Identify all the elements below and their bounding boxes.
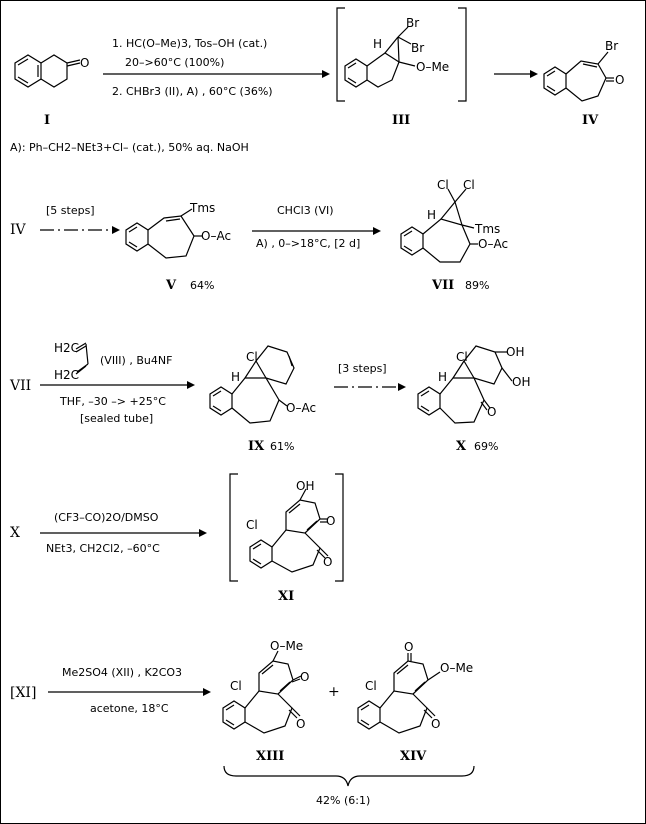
compound-IV: Br O [543,39,624,102]
hydrogen-atom: H [373,37,382,51]
compound-XIV: O O–Me Cl O [357,640,473,734]
oxygen-atom: O [296,717,305,731]
compound-IX: Cl H O–Ac [209,345,316,424]
plus-sign: + [328,684,340,700]
step3-condition-1: THF, –30 –> +25°C [59,395,166,408]
step5-condition: acetone, 18°C [90,702,169,715]
step3-condition-2: [sealed tube] [80,412,153,425]
label-X-start: X [10,525,20,541]
step1-reagent-2: 2. CHBr3 (II), A) , 60°C (36%) [112,85,273,98]
chlorine-atom: Cl [437,178,449,192]
chlorine-atom: Cl [463,178,475,192]
label-X: X [456,439,467,454]
butadiene-bottom: H2C [54,368,79,382]
step2-reagent: CHCl3 (VI) [277,204,334,217]
compound-I: O [14,54,89,88]
label-XI-start: [XI] [10,685,36,701]
step2-arrow1-text: [5 steps] [46,204,95,217]
label-V: V [165,278,177,293]
compound-XIII: O–Me O Cl O [222,639,309,734]
oxygen-atom: O [404,640,413,654]
label-X-yield: 69% [474,440,498,453]
label-VII-yield: 89% [465,279,489,292]
label-IV: IV [582,113,599,128]
step3-arrow2-text: [3 steps] [338,362,387,375]
label-V-yield: 64% [190,279,214,292]
hydroxy-group: OH [296,479,314,493]
label-IV-start: IV [10,222,27,238]
chlorine-atom: Cl [230,679,242,693]
step2-condition: A) , 0–>18°C, [2 d] [256,237,360,250]
butadiene-VIII: H2C H2C [54,341,89,382]
step1-footnote: A): Ph–CH2–NEt3+Cl– (cat.), 50% aq. NaOH [10,141,249,154]
label-IX-yield: 61% [270,440,294,453]
label-VII: VII [431,278,454,293]
label-XI: XI [278,589,294,604]
compound-X: Cl H OH OH O [417,345,530,424]
combined-yield: 42% (6:1) [316,794,370,807]
step4-reagent: (CF3–CO)2O/DMSO [54,511,159,524]
step4-condition: NEt3, CH2Cl2, –60°C [46,542,160,555]
chlorine-atom: Cl [365,679,377,693]
methoxy-group: O–Me [440,661,473,675]
chlorine-atom: Cl [246,518,258,532]
step1-condition-1: 20–>60°C (100%) [125,56,224,69]
oxygen-atom: O [300,670,309,684]
acetoxy-group: O–Ac [286,401,316,415]
hydrogen-atom: H [231,370,240,384]
oxygen-atom: O [326,514,335,528]
hydrogen-atom: H [427,208,436,222]
bromine-atom: Br [605,39,618,53]
tms-group: Tms [474,222,500,236]
label-XIV: XIV [400,749,427,764]
label-VII-start: VII [9,378,31,394]
acetoxy-group: O–Ac [201,229,231,243]
bromine-atom: Br [411,41,424,55]
label-XIII: XIII [256,749,284,764]
label-IX: IX [248,439,265,454]
compound-V: Tms O–Ac [125,201,231,259]
methoxy-group: O–Me [416,60,449,74]
hydrogen-atom: H [438,370,447,384]
label-I: I [44,113,50,128]
tms-group: Tms [189,201,215,215]
compound-VII: Cl Cl H Tms O–Ac [400,178,508,263]
oxygen-atom: O [80,56,89,70]
step3-reagent: (VIII) , Bu4NF [100,354,172,367]
oxygen-atom: O [323,555,332,569]
step1-reagent-1: 1. HC(O–Me)3, Tos–OH (cat.) [112,37,267,50]
methoxy-group: O–Me [270,639,303,653]
label-III: III [392,113,410,128]
oxygen-atom: O [431,717,440,731]
butadiene-top: H2C [54,341,79,355]
chlorine-atom: Cl [246,350,258,364]
oxygen-atom: O [487,405,496,419]
compound-III: Br Br H O–Me [336,7,467,102]
hydroxy-group: OH [512,375,530,389]
oxygen-atom: O [615,73,624,87]
grouping-brace [223,765,475,787]
compound-XI: OH O Cl O [229,473,344,582]
acetoxy-group: O–Ac [478,237,508,251]
step5-reagent: Me2SO4 (XII) , K2CO3 [62,666,182,679]
chlorine-atom: Cl [456,350,468,364]
bromine-atom: Br [406,16,419,30]
hydroxy-group: OH [506,345,524,359]
